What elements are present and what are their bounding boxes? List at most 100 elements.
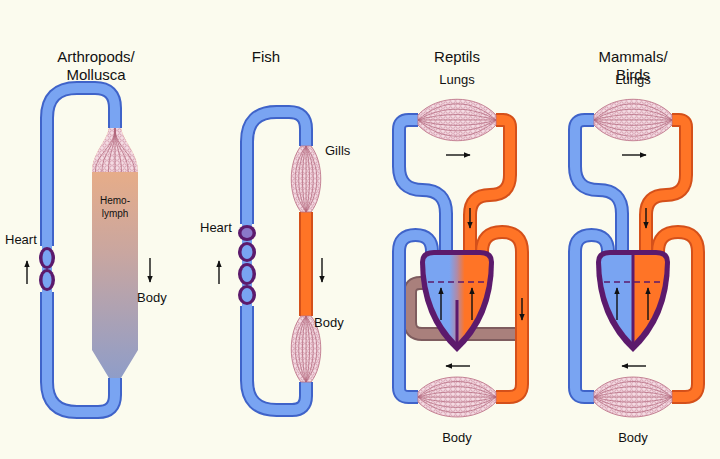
capillary-line	[594, 109, 672, 120]
capillary-bed	[594, 377, 672, 417]
reptile-heart-chambers	[425, 255, 489, 343]
blood-vessel	[306, 212, 307, 316]
flow-arrow	[616, 288, 617, 320]
capillary-line	[594, 120, 672, 125]
capillary-node: Lungs	[594, 96, 672, 144]
capillary-line	[306, 316, 307, 382]
capillary-line	[594, 397, 672, 402]
capillary-line	[295, 146, 306, 212]
capillary-mesh	[594, 377, 672, 417]
node-label: Heart	[200, 220, 232, 235]
capillary-line	[594, 104, 672, 120]
capillary-line	[299, 316, 306, 382]
capillary-line	[594, 381, 672, 397]
capillary-bed	[594, 99, 672, 141]
capillary-mesh	[418, 99, 496, 141]
capillary-bed	[92, 128, 138, 172]
node-label: Hemo- lymph	[95, 194, 135, 220]
heart-lobe	[238, 263, 256, 285]
heart-chamber	[43, 250, 52, 266]
flow-arrow	[622, 154, 646, 155]
panel-title: Mammals/ Birds	[588, 48, 678, 84]
capillary-line	[95, 128, 115, 172]
capillary-mesh	[418, 377, 496, 417]
node-label: Heart	[5, 232, 37, 247]
capillary-line	[418, 120, 496, 136]
node-shape	[594, 96, 672, 144]
heart-chamber	[242, 245, 253, 259]
node-shape	[290, 146, 322, 212]
hemolymph-band	[92, 128, 138, 378]
heart-chamber	[242, 266, 253, 282]
capillary-bed	[291, 146, 321, 212]
full-septum	[632, 255, 635, 343]
capillary-line	[302, 146, 306, 212]
capillary-line	[418, 392, 496, 397]
capillary-bed	[418, 99, 496, 141]
node-shape	[594, 374, 672, 420]
mammal-heart	[596, 250, 670, 352]
heart-chamber	[242, 228, 253, 238]
heart-lobe	[238, 242, 256, 262]
capillary-line	[418, 120, 496, 131]
capillary-mesh	[92, 128, 138, 172]
capillary-line	[108, 128, 115, 172]
node-shape	[418, 374, 496, 420]
capillary-line	[306, 316, 310, 382]
capillary-line	[418, 109, 496, 120]
node-shape	[92, 128, 138, 378]
node-shape	[39, 246, 55, 292]
capillary-line	[418, 104, 496, 120]
flow-arrow	[647, 288, 648, 320]
heart-chamber	[43, 272, 52, 288]
heart-lobe	[238, 285, 256, 305]
flow-arrow	[218, 261, 219, 284]
capillary-line	[418, 381, 496, 397]
capillary-line	[306, 146, 310, 212]
heart-lobe	[39, 269, 55, 291]
capillary-line	[594, 120, 672, 121]
flow-arrow	[521, 298, 522, 320]
flow-arrow	[469, 208, 470, 228]
capillary-line	[594, 392, 672, 397]
vessel-lumen	[301, 212, 311, 316]
flow-arrow	[149, 258, 150, 282]
capillary-line	[594, 387, 672, 397]
heart-node: Heart	[238, 224, 256, 306]
flow-arrow	[645, 208, 646, 228]
capillary-line	[594, 397, 672, 413]
hemolymph-node: Hemo- lymph	[92, 128, 138, 378]
capillary-line	[115, 128, 128, 172]
heart-node: Heart	[39, 246, 55, 292]
capillary-line	[594, 120, 672, 131]
heart-chamber	[242, 288, 253, 302]
mammal-heart-chambers	[601, 255, 665, 343]
capillary-line	[418, 115, 496, 120]
capillary-line	[418, 397, 496, 413]
capillary-line	[594, 115, 672, 120]
heart-lobe	[39, 247, 55, 269]
node-label: Body	[418, 430, 496, 445]
node-label: Body	[594, 430, 672, 445]
capillary-line	[306, 146, 307, 212]
node-shape	[238, 224, 256, 306]
capillary-line	[306, 146, 317, 212]
capillary-line	[418, 397, 496, 407]
reptile-heart	[420, 250, 494, 352]
capillary-line	[418, 387, 496, 397]
capillary-line	[295, 316, 306, 382]
node-label: Gills	[325, 143, 350, 158]
capillary-line	[102, 128, 115, 172]
capillary-mesh	[291, 146, 321, 212]
capillary-node: Body	[594, 374, 672, 420]
region-label: Body	[137, 289, 167, 307]
panel-title: Reptils	[412, 48, 502, 66]
node-label: Lungs	[418, 72, 496, 87]
capillary-node: Body	[418, 374, 496, 420]
capillary-node: Body	[290, 316, 322, 382]
capillary-line	[418, 120, 496, 125]
flow-arrow	[446, 154, 470, 155]
flow-arrow	[622, 365, 646, 366]
